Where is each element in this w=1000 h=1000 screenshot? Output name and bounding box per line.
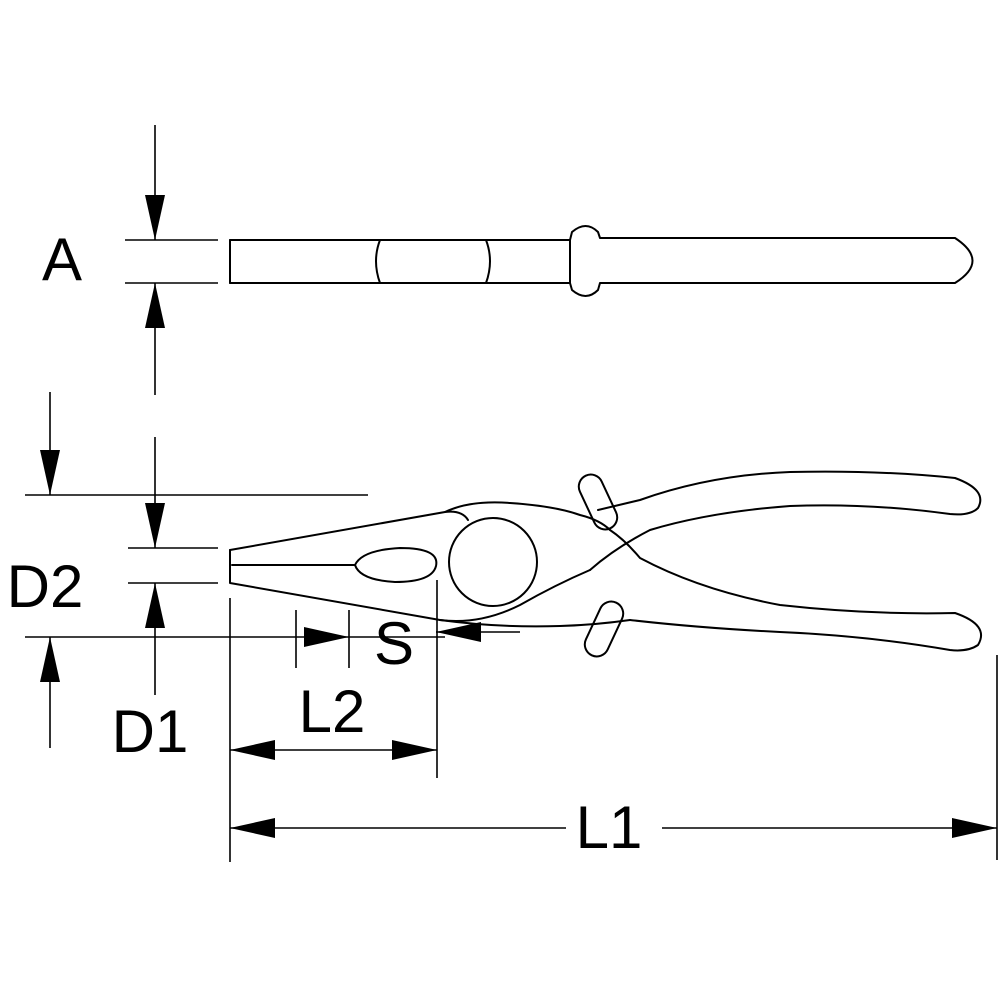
dimension-l2: L2 [229, 580, 438, 862]
pliers-side-view [229, 470, 983, 658]
label-s: S [374, 610, 414, 677]
label-a: A [42, 226, 82, 293]
dimension-s: S [295, 610, 520, 677]
label-l2: L2 [299, 678, 366, 745]
label-l1: L1 [576, 794, 643, 861]
pliers-top-view [229, 225, 974, 297]
label-d1: D1 [112, 698, 189, 765]
dimension-a: A [42, 125, 218, 395]
dimension-d1-d2: D2 D1 [7, 392, 445, 765]
label-d2: D2 [7, 553, 84, 620]
dimension-l1: L1 [230, 655, 998, 861]
